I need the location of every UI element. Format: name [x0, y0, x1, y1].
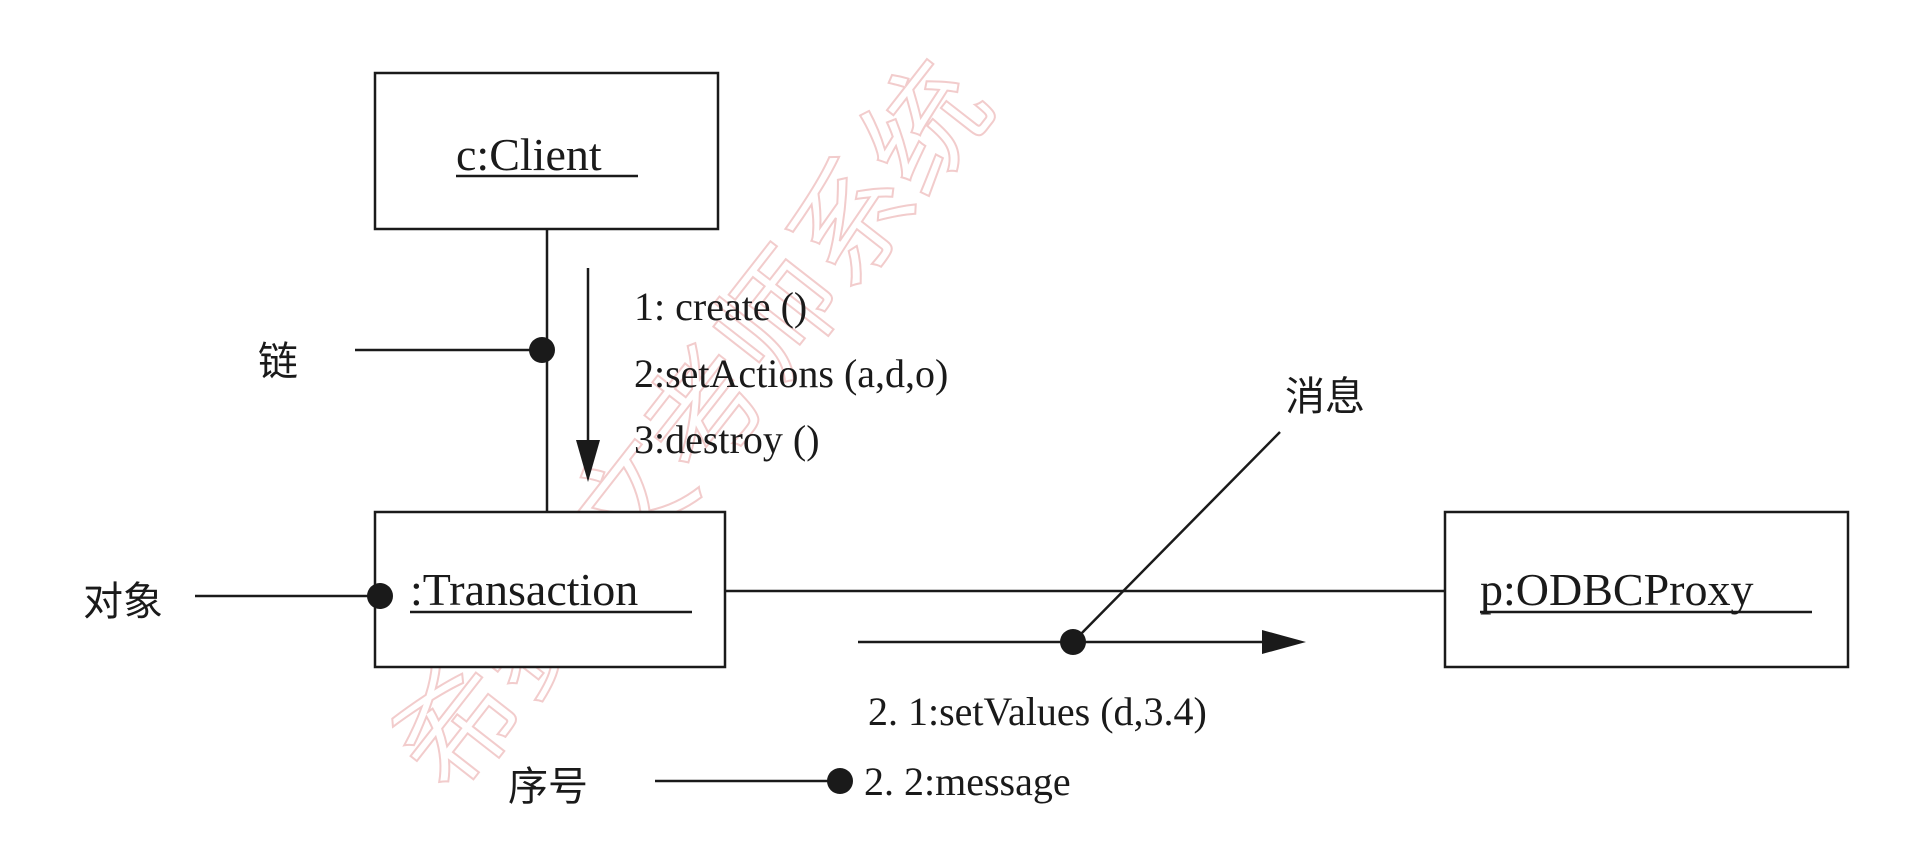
client-object-box	[373, 71, 720, 231]
proxy-object-label: p:ODBCProxy	[1480, 564, 1753, 615]
message-callout-dot	[1060, 629, 1086, 655]
set-values-message: 2. 1:setValues (d,3.4)	[868, 689, 1207, 734]
transaction-object: :Transaction	[373, 510, 727, 669]
proxy-object-box	[1443, 510, 1850, 669]
link-callout: 链	[258, 337, 555, 385]
client-object-label: c:Client	[456, 129, 602, 180]
message-callout: 消息	[1060, 374, 1365, 655]
client-messages: 1: create () 2:setActions (a,d,o) 3:dest…	[634, 284, 948, 462]
link-callout-label: 链	[258, 339, 298, 385]
create-message: 1: create ()	[634, 284, 807, 329]
client-object: c:Client	[373, 71, 720, 231]
sequence-callout-dot	[827, 768, 853, 794]
client-message-arrow	[576, 268, 600, 482]
client-message-arrowhead	[576, 440, 600, 482]
proxy-object: p:ODBCProxy	[1443, 510, 1850, 669]
object-callout-label: 对象	[83, 579, 163, 625]
transaction-object-label: :Transaction	[410, 564, 638, 615]
set-actions-message: 2:setActions (a,d,o)	[634, 351, 948, 396]
message-message: 2. 2:message	[864, 759, 1071, 804]
message-callout-label: 消息	[1285, 374, 1365, 420]
link-callout-dot	[529, 337, 555, 363]
message-callout-leader	[1074, 431, 1281, 641]
sequence-callout: 序号 2. 2:message	[508, 759, 1071, 810]
destroy-message: 3:destroy ()	[634, 417, 820, 462]
proxy-message-arrowhead	[1262, 630, 1306, 654]
transaction-object-box	[373, 510, 727, 669]
sequence-callout-label: 序号	[508, 764, 588, 810]
object-callout: 对象	[83, 579, 393, 625]
object-callout-dot	[367, 583, 393, 609]
